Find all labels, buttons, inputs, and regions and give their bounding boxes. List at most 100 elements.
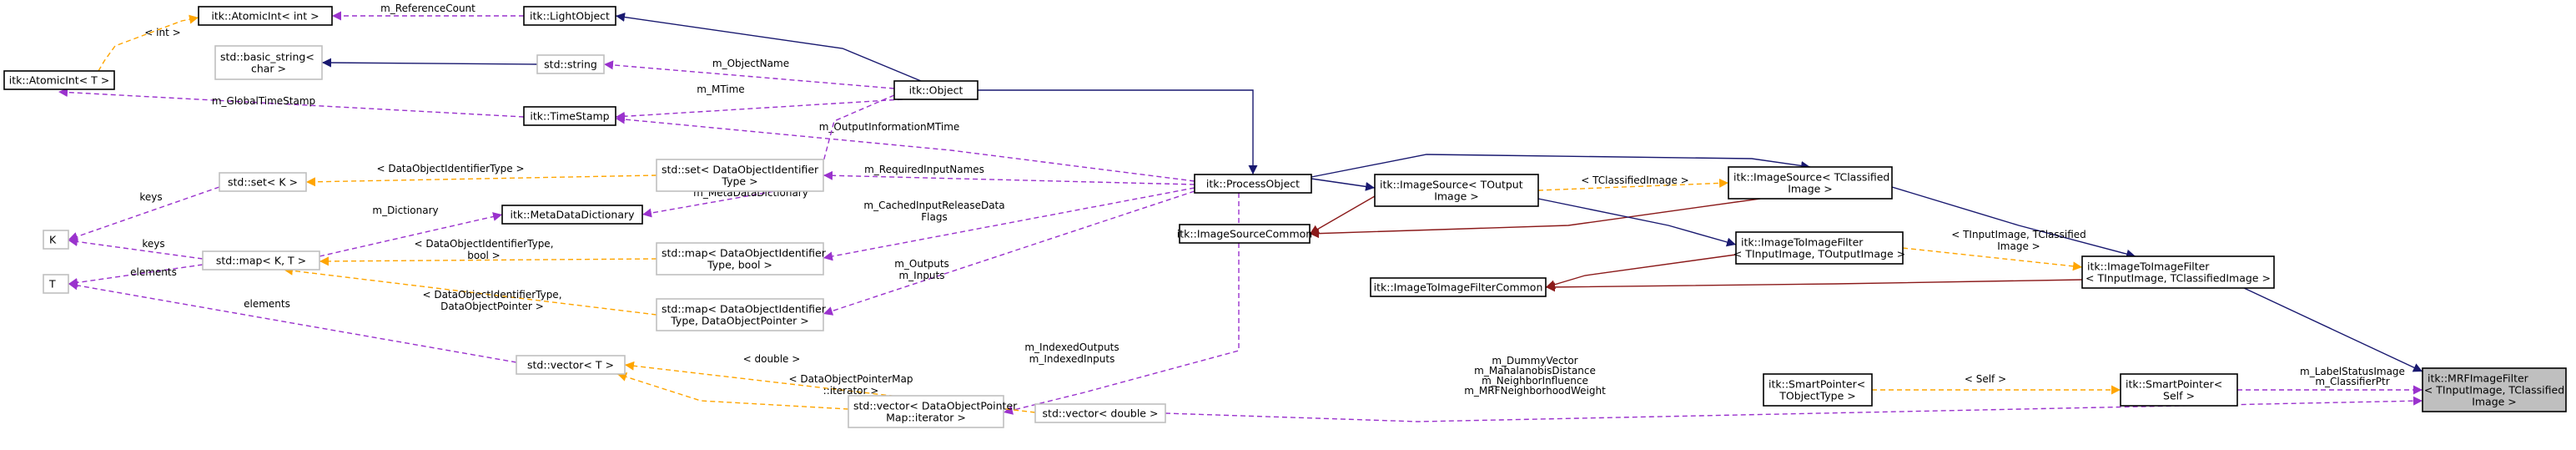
edge-template-map-kt-to-map-doi-bool: < DataObjectIdentifierType,bool > bbox=[319, 238, 657, 266]
node-box bbox=[536, 54, 605, 74]
node-label-line: TObjectType > bbox=[1779, 390, 1856, 402]
node-label-line: < TInputImage, TClassifiedImage > bbox=[2085, 272, 2271, 285]
edge-label: m_ObjectName bbox=[712, 58, 789, 69]
edge-path bbox=[2243, 287, 2423, 372]
class-node-k[interactable]: K bbox=[43, 230, 69, 250]
class-node-smartptr-self[interactable]: itk::SmartPointer<Self > bbox=[2120, 373, 2238, 407]
class-node-itif-tin-tout[interactable]: itk::ImageToImageFilter< TInputImage, TO… bbox=[1733, 231, 1905, 265]
class-node-metadatadictionary[interactable]: itk::MetaDataDictionary bbox=[501, 205, 643, 225]
class-node-atomicint-int[interactable]: itk::AtomicInt< int > bbox=[198, 6, 333, 26]
node-box bbox=[523, 106, 616, 126]
edge-path bbox=[68, 281, 517, 363]
node-label-line: itk::SmartPointer< bbox=[1768, 378, 1865, 391]
node-label-line: Image > bbox=[2472, 396, 2517, 408]
node-label-line: Self > bbox=[2163, 390, 2195, 402]
class-node-itif-tin-tclass[interactable]: itk::ImageToImageFilter< TInputImage, TC… bbox=[2081, 255, 2275, 289]
edge-path bbox=[305, 174, 657, 187]
edge-label: < DataObjectIdentifierType > bbox=[376, 163, 524, 174]
class-node-map-doi-ptr[interactable]: std::map< DataObjectIdentifierType, Data… bbox=[656, 298, 827, 331]
node-label-line: std::map< DataObjectIdentifier bbox=[662, 247, 827, 260]
edge-label: < Self > bbox=[1965, 373, 2006, 385]
node-label-line: itk::MetaDataDictionary bbox=[510, 209, 635, 221]
node-label-line: std::map< DataObjectIdentifier bbox=[662, 303, 827, 316]
class-node-timestamp[interactable]: itk::TimeStamp bbox=[523, 106, 616, 126]
node-label-line: < TInputImage, TOutputImage > bbox=[1733, 248, 1905, 260]
node-box bbox=[43, 230, 69, 250]
class-node-vector-iter[interactable]: std::vector< DataObjectPointerMap::itera… bbox=[848, 395, 1018, 428]
edge-path bbox=[1902, 247, 2083, 271]
edge-label: ::iterator > bbox=[823, 385, 879, 397]
node-label-line: itk::LightObject bbox=[530, 10, 610, 23]
edge-path bbox=[823, 187, 1195, 261]
edge-path bbox=[603, 60, 895, 89]
class-node-vector-double[interactable]: std::vector< double > bbox=[1034, 403, 1166, 423]
node-box bbox=[1763, 373, 1873, 407]
node-box bbox=[516, 355, 626, 375]
edge-path bbox=[58, 88, 525, 118]
edge-label: < DataObjectIdentifierType, bbox=[422, 289, 561, 301]
edge-path bbox=[978, 89, 1258, 174]
edge-label: keys bbox=[142, 238, 164, 250]
edge-label: m_MRFNeighborhoodWeight bbox=[1464, 385, 1606, 397]
class-node-imagesource-tclass[interactable]: itk::ImageSource< TClassifiedImage > bbox=[1728, 166, 1893, 200]
node-box bbox=[198, 6, 333, 26]
edge-path bbox=[321, 58, 538, 68]
class-node-object[interactable]: itk::Object bbox=[893, 80, 979, 100]
edge-label: m_Outputs bbox=[894, 258, 949, 270]
class-node-atomicint-t[interactable]: itk::AtomicInt< T > bbox=[3, 70, 115, 90]
class-node-map-doi-bool[interactable]: std::map< DataObjectIdentifierType, bool… bbox=[656, 242, 827, 276]
edge-layer: m_ReferenceCount< int >m_ObjectNamem_Glo… bbox=[58, 3, 2423, 422]
edge-usage-t-to-map-kt: elements bbox=[68, 264, 204, 287]
edge-template-itif-tin-tout-to-itif-tin-tclass: < TInputImage, TClassifiedImage > bbox=[1902, 229, 2086, 271]
class-node-itifcommon[interactable]: itk::ImageToImageFilterCommon bbox=[1370, 277, 1547, 297]
node-box bbox=[1374, 174, 1539, 207]
node-label-line: itk::TimeStamp bbox=[530, 110, 609, 123]
node-label-line: itk::Object bbox=[909, 84, 963, 97]
edge-template-map-kt-to-map-doi-ptr: < DataObjectIdentifierType,DataObjectPoi… bbox=[283, 265, 657, 316]
class-node-vector-t[interactable]: std::vector< T > bbox=[516, 355, 626, 375]
edge-path bbox=[1003, 193, 1240, 415]
class-node-set-k[interactable]: std::set< K > bbox=[219, 172, 307, 192]
edge-label: m_IndexedOutputs bbox=[1024, 341, 1119, 353]
class-node-t[interactable]: T bbox=[43, 274, 69, 294]
node-label-line: char > bbox=[251, 63, 286, 75]
edge-path bbox=[1309, 195, 1376, 235]
class-node-smartptr-tobj[interactable]: itk::SmartPointer<TObjectType > bbox=[1763, 373, 1873, 407]
edge-usage-k-to-set-k: keys bbox=[68, 186, 220, 241]
edge-label: bool > bbox=[467, 250, 501, 261]
edge-label: m_CachedInputReleaseData bbox=[863, 200, 1004, 211]
class-node-map-kt[interactable]: std::map< K, T > bbox=[202, 250, 320, 271]
node-box bbox=[1370, 277, 1547, 297]
class-node-mrf[interactable]: itk::MRFImageFilter< TInputImage, TClass… bbox=[2422, 367, 2567, 412]
node-label-line: Type, bool > bbox=[707, 259, 772, 271]
class-node-set-doi[interactable]: std::set< DataObjectIdentifierType > bbox=[656, 159, 824, 192]
node-box bbox=[656, 298, 824, 331]
node-box bbox=[1179, 224, 1311, 244]
node-label-line: std::vector< double > bbox=[1043, 407, 1159, 420]
edge-label: keys bbox=[139, 191, 162, 203]
node-label-line: Type > bbox=[721, 175, 757, 188]
class-node-imagesource-tout[interactable]: itk::ImageSource< TOutputImage > bbox=[1374, 174, 1539, 207]
class-node-imagesourcecommon[interactable]: itk::ImageSourceCommon bbox=[1177, 224, 1312, 244]
edge-label: m_IndexedInputs bbox=[1029, 353, 1115, 365]
edge-path bbox=[319, 212, 503, 257]
node-label-line: std::set< DataObjectIdentifier bbox=[662, 164, 819, 176]
edge-inheritance-imagesource-tout-to-itif-tin-tout bbox=[1537, 198, 1737, 247]
edge-usage-k-to-map-kt: keys bbox=[68, 237, 204, 260]
edge-path bbox=[641, 94, 895, 218]
edge-inheritance-lightobject-to-object bbox=[615, 13, 922, 82]
node-label-line: itk::AtomicInt< T > bbox=[9, 74, 109, 87]
class-node-basic-string[interactable]: std::basic_string<char > bbox=[214, 45, 323, 80]
edge-usage-timestamp-to-object: m_MTime bbox=[615, 83, 903, 121]
class-node-processobject[interactable]: itk::ProcessObject bbox=[1194, 174, 1312, 194]
edge-path bbox=[1311, 178, 1376, 191]
edge-label: < double > bbox=[743, 353, 801, 365]
edge-path bbox=[68, 186, 220, 241]
node-label-line: itk::AtomicInt< int > bbox=[211, 10, 319, 23]
class-node-lightobject[interactable]: itk::LightObject bbox=[523, 6, 616, 26]
edge-label: m_OutputInformationMTime bbox=[819, 121, 960, 133]
node-label-line: K bbox=[49, 234, 57, 246]
class-node-std-string[interactable]: std::string bbox=[536, 54, 605, 74]
node-box bbox=[3, 70, 115, 90]
